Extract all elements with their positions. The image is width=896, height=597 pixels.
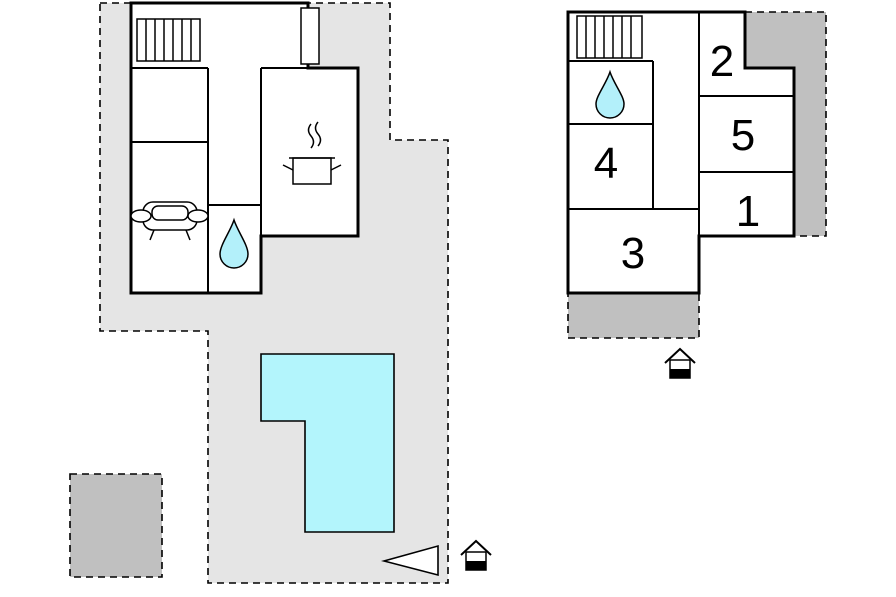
shed-area xyxy=(69,473,163,578)
upper-interior-walls xyxy=(568,12,794,293)
upper-house-footprint xyxy=(566,10,796,295)
ground-floor xyxy=(99,1,492,584)
entrance-icon xyxy=(460,539,492,571)
room-1-label: 1 xyxy=(736,187,760,236)
swimming-pool xyxy=(260,353,395,533)
direction-arrow-icon xyxy=(380,544,439,577)
entrance-icon xyxy=(664,347,696,379)
upper-floor: 2 5 1 4 3 xyxy=(566,10,827,379)
interior-walls xyxy=(131,67,308,293)
chimney-icon xyxy=(300,7,320,65)
room-2-label: 2 xyxy=(710,37,734,86)
room-5-label: 5 xyxy=(731,111,755,160)
stairs-icon xyxy=(576,15,643,59)
armchair-icon xyxy=(130,201,209,241)
room-3-label: 3 xyxy=(621,229,645,278)
cooking-pot-icon xyxy=(282,121,342,185)
stairs-icon xyxy=(136,18,201,62)
water-drop-icon xyxy=(595,69,625,119)
water-drop-icon xyxy=(219,217,249,269)
terrace-lower xyxy=(567,292,700,339)
room-4-label: 4 xyxy=(594,139,618,188)
